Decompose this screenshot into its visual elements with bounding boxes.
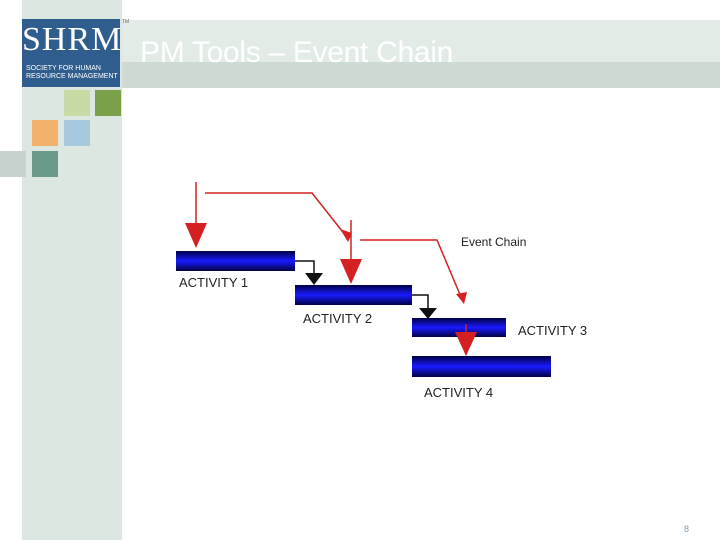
event-arrowhead-2 bbox=[340, 229, 352, 242]
decor-square-5 bbox=[0, 151, 26, 177]
slide-title: PM Tools – Event Chain bbox=[140, 36, 454, 69]
activity-3-bar bbox=[412, 318, 506, 337]
dependency-arrowhead-2 bbox=[419, 308, 437, 319]
activity-3-label: ACTIVITY 3 bbox=[518, 323, 587, 338]
event-chain-label: Event Chain bbox=[461, 235, 526, 249]
dependency-1-2 bbox=[295, 260, 315, 275]
event-arrowhead-1 bbox=[185, 223, 207, 248]
dependency-arrowhead-1 bbox=[305, 273, 323, 285]
logo-tagline: Society for Human Resource Management bbox=[26, 65, 118, 80]
decor-square-4 bbox=[64, 120, 90, 146]
decor-square-3 bbox=[32, 120, 58, 146]
shrm-logo: SHRM Society for Human Resource Manageme… bbox=[22, 19, 123, 87]
header-band bbox=[122, 20, 720, 62]
trademark-mark: TM bbox=[122, 19, 130, 25]
activity-2-bar bbox=[295, 285, 412, 305]
dependency-connectors bbox=[295, 260, 429, 310]
event-chain-lines bbox=[195, 182, 467, 334]
logo-letters: SHRM bbox=[22, 21, 123, 58]
header-band-accent bbox=[122, 62, 720, 88]
event-arrowhead-3 bbox=[340, 259, 362, 284]
decor-square-1 bbox=[64, 90, 90, 116]
dependency-arrowheads bbox=[305, 273, 437, 319]
event-arrowhead-5 bbox=[455, 332, 477, 356]
activity-bars bbox=[176, 251, 551, 377]
event-line-2 bbox=[205, 192, 347, 237]
activity-4-bar bbox=[412, 356, 551, 377]
activity-2-label: ACTIVITY 2 bbox=[303, 311, 372, 326]
activity-4-label: ACTIVITY 4 bbox=[424, 385, 493, 400]
activity-1-bar bbox=[176, 251, 295, 271]
decor-square-2 bbox=[95, 90, 121, 116]
dependency-2-3 bbox=[412, 294, 429, 310]
event-arrowhead-4 bbox=[456, 292, 467, 304]
page-number: 8 bbox=[684, 524, 690, 534]
activity-1-label: ACTIVITY 1 bbox=[179, 275, 248, 290]
event-arrowheads bbox=[185, 223, 477, 356]
event-line-4 bbox=[360, 239, 462, 298]
decor-square-6 bbox=[32, 151, 58, 177]
